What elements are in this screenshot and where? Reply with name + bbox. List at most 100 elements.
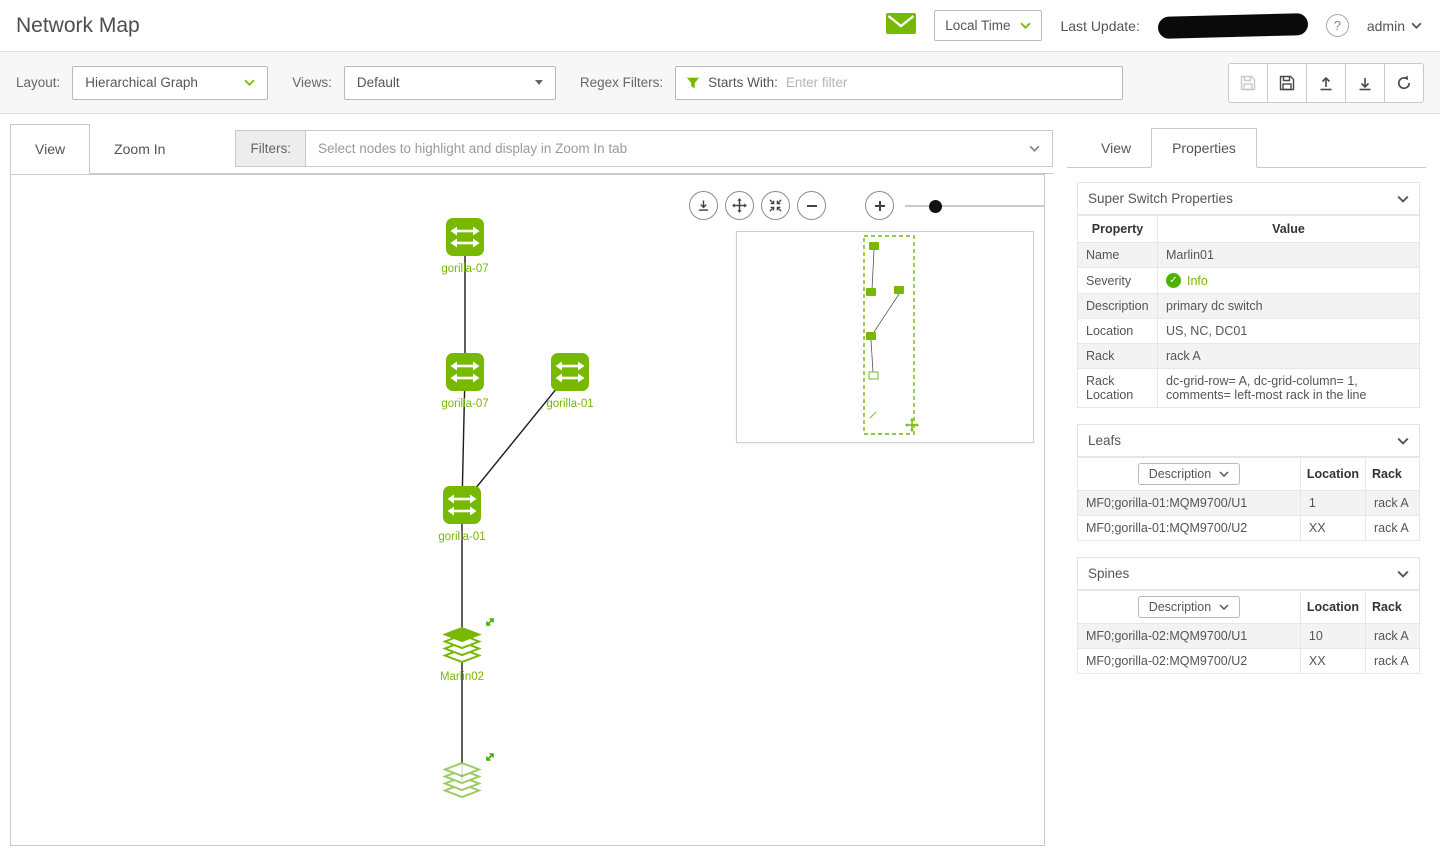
zoom-in-icon bbox=[874, 200, 885, 211]
chevron-down-icon bbox=[1219, 604, 1229, 610]
timezone-select[interactable]: Local Time bbox=[934, 10, 1043, 41]
regex-filter-input[interactable] bbox=[785, 75, 1113, 90]
super-switch-properties-section: Super Switch Properties Property Value N… bbox=[1077, 182, 1420, 408]
description-filter-label: Description bbox=[1148, 467, 1212, 481]
graph-node-switch[interactable]: gorilla-07 bbox=[420, 218, 510, 275]
minimap-move-icon bbox=[905, 418, 919, 432]
check-circle-icon: ✓ bbox=[1166, 273, 1181, 288]
leaf-description[interactable]: MF0;gorilla-01:MQM9700/U2 bbox=[1077, 515, 1301, 541]
switch-icon bbox=[551, 353, 589, 391]
tab-view[interactable]: View bbox=[10, 124, 91, 174]
leafs-header[interactable]: Leafs bbox=[1077, 424, 1420, 457]
spine-rack: rack A bbox=[1365, 623, 1420, 649]
views-select[interactable]: Default bbox=[343, 65, 556, 100]
zoom-slider[interactable] bbox=[905, 199, 1044, 213]
property-value: primary dc switch bbox=[1157, 293, 1420, 319]
save-icon bbox=[1240, 75, 1256, 90]
panel-tab-properties[interactable]: Properties bbox=[1151, 128, 1257, 168]
chevron-down-icon bbox=[1029, 145, 1040, 152]
save-as-button[interactable] bbox=[1267, 62, 1307, 103]
tab-zoom-in[interactable]: Zoom In bbox=[114, 140, 166, 157]
table-row: Severity ✓ Info bbox=[1077, 267, 1420, 294]
property-label: Severity bbox=[1077, 267, 1158, 294]
graph-node-super-switch[interactable]: Marlin02 bbox=[417, 618, 507, 683]
property-value-name[interactable]: Marlin01 bbox=[1157, 242, 1420, 268]
description-filter-select[interactable]: Description bbox=[1137, 596, 1241, 618]
table-row: Name Marlin01 bbox=[1077, 242, 1420, 268]
filters-label: Filters: bbox=[235, 130, 305, 167]
pan-button[interactable] bbox=[725, 191, 754, 220]
timezone-value: Local Time bbox=[945, 18, 1011, 33]
download-icon bbox=[698, 200, 709, 211]
layout-value: Hierarchical Graph bbox=[85, 75, 198, 90]
top-header: Network Map Local Time Last Update: ? ad… bbox=[0, 0, 1440, 52]
leafs-table: Description Location Rack MF0;gorilla-01… bbox=[1077, 457, 1420, 541]
minimap[interactable] bbox=[736, 231, 1034, 443]
location-column-header: Location bbox=[1299, 457, 1367, 491]
panel-tab-view[interactable]: View bbox=[1101, 140, 1132, 156]
graph-node-switch[interactable]: gorilla-07 bbox=[420, 353, 510, 410]
property-label: Location bbox=[1077, 318, 1158, 344]
help-icon[interactable]: ? bbox=[1325, 14, 1349, 37]
zoom-out-button[interactable] bbox=[797, 191, 826, 220]
graph-node-super-switch[interactable] bbox=[417, 753, 507, 806]
regex-filters-label: Regex Filters: bbox=[579, 75, 664, 90]
description-filter-select[interactable]: Description bbox=[1137, 463, 1241, 485]
pan-icon bbox=[732, 198, 747, 213]
table-row: MF0;gorilla-02:MQM9700/U1 10 rack A bbox=[1077, 623, 1420, 649]
node-label: gorilla-01 bbox=[438, 531, 486, 543]
regex-filter-box[interactable]: Starts With: bbox=[675, 65, 1124, 100]
graph-node-switch[interactable]: gorilla-01 bbox=[525, 353, 615, 410]
map-tabbar: View Zoom In Filters: Select nodes to hi… bbox=[10, 124, 1053, 174]
value-column-header: Value bbox=[1157, 215, 1420, 243]
table-header-row: Description Location Rack bbox=[1077, 457, 1420, 491]
super-switch-icon bbox=[442, 626, 482, 664]
zoom-in-button[interactable] bbox=[865, 191, 894, 220]
user-menu[interactable]: admin bbox=[1367, 18, 1422, 34]
toolbar-buttons bbox=[1228, 62, 1424, 103]
property-value: dc-grid-row= A, dc-grid-column= 1, comme… bbox=[1157, 368, 1420, 408]
collapse-button[interactable] bbox=[761, 191, 790, 220]
super-switch-properties-header[interactable]: Super Switch Properties bbox=[1077, 182, 1420, 215]
table-row: Location US, NC, DC01 bbox=[1077, 318, 1420, 344]
leaf-location: 1 bbox=[1299, 490, 1367, 516]
download-image-button[interactable] bbox=[689, 191, 718, 220]
section-title: Spines bbox=[1088, 566, 1130, 581]
properties-panel: View Properties Super Switch Properties … bbox=[1067, 124, 1426, 862]
layout-select[interactable]: Hierarchical Graph bbox=[72, 65, 269, 100]
leaf-description[interactable]: MF0;gorilla-01:MQM9700/U1 bbox=[1077, 490, 1301, 516]
table-row: Rack Location dc-grid-row= A, dc-grid-co… bbox=[1077, 368, 1420, 408]
spine-description[interactable]: MF0;gorilla-02:MQM9700/U1 bbox=[1077, 623, 1301, 649]
map-toolbar: Layout: Hierarchical Graph Views: Defaul… bbox=[0, 52, 1440, 114]
zoom-slider-track bbox=[905, 204, 1044, 207]
zoom-controls bbox=[689, 191, 1044, 220]
expand-icon[interactable] bbox=[483, 615, 497, 629]
network-map-canvas[interactable]: gorilla-07 gorilla-07 gorilla-01 gorilla… bbox=[10, 174, 1045, 846]
leaf-rack: rack A bbox=[1365, 515, 1420, 541]
spines-header[interactable]: Spines bbox=[1077, 557, 1420, 590]
node-label: Marlin02 bbox=[439, 671, 485, 683]
expand-icon[interactable] bbox=[483, 750, 497, 764]
download-button[interactable] bbox=[1345, 62, 1385, 103]
refresh-button[interactable] bbox=[1384, 62, 1424, 103]
highlight-nodes-select[interactable]: Select nodes to highlight and display in… bbox=[304, 130, 1053, 167]
chevron-down-icon bbox=[1411, 22, 1422, 29]
chevron-down-icon bbox=[1020, 22, 1031, 29]
leaf-location: XX bbox=[1299, 515, 1367, 541]
spine-location: 10 bbox=[1299, 623, 1367, 649]
upload-icon bbox=[1320, 76, 1332, 90]
last-update-label: Last Update: bbox=[1060, 17, 1140, 34]
spine-description[interactable]: MF0;gorilla-02:MQM9700/U2 bbox=[1077, 648, 1301, 674]
zoom-slider-handle[interactable] bbox=[929, 199, 942, 213]
mail-icon[interactable] bbox=[886, 12, 917, 39]
chevron-down-icon bbox=[1397, 195, 1409, 203]
views-label: Views: bbox=[292, 75, 332, 90]
layout-label: Layout: bbox=[16, 75, 61, 90]
upload-button[interactable] bbox=[1306, 62, 1346, 103]
graph-node-switch[interactable]: gorilla-01 bbox=[417, 486, 507, 543]
table-row: MF0;gorilla-01:MQM9700/U2 XX rack A bbox=[1077, 515, 1420, 541]
super-switch-properties-table: Property Value Name Marlin01 Severity bbox=[1077, 215, 1420, 408]
graph-edges bbox=[461, 237, 571, 781]
spine-rack: rack A bbox=[1365, 648, 1420, 674]
save-button[interactable] bbox=[1228, 62, 1268, 103]
